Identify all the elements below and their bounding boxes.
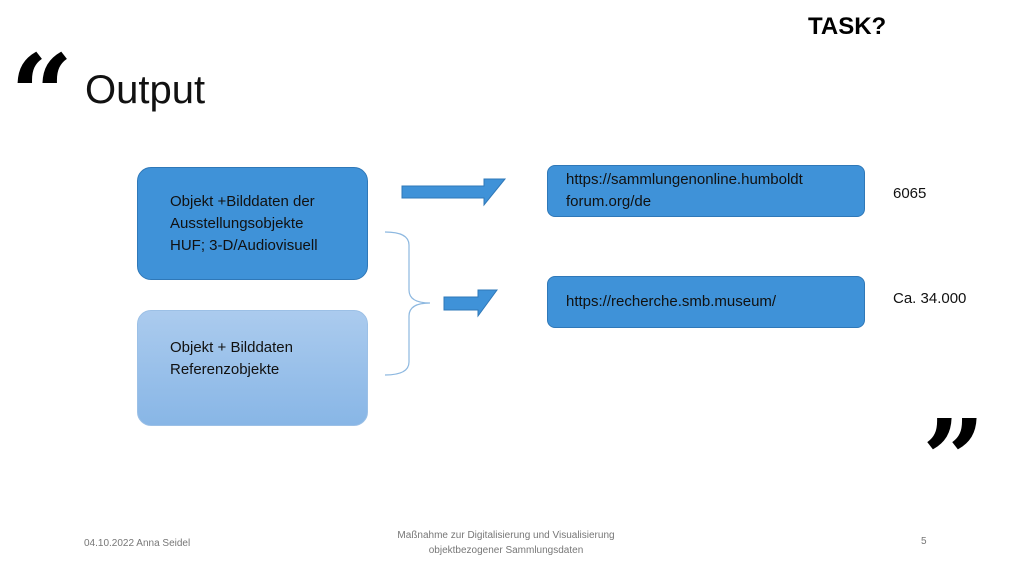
footer-date-author: 04.10.2022 Anna Seidel — [84, 538, 191, 549]
url-box-smb: https://recherche.smb.museum/ — [547, 276, 865, 328]
box-line: Ausstellungsobjekte — [170, 214, 304, 232]
url-line: https://sammlungenonline.humboldt — [566, 171, 803, 188]
brace-icon — [384, 231, 431, 376]
page-number: 5 — [921, 536, 927, 547]
url-line: forum.org/de — [566, 193, 652, 210]
footer-title: Maßnahme zur Digitalisierung und Visuali… — [356, 528, 656, 558]
footer-title-line: objektbezogener Sammlungsdaten — [428, 545, 584, 556]
box-line: Referenzobjekte — [170, 361, 280, 378]
box-line: Objekt + Bilddaten — [170, 339, 293, 356]
box-line: HUF; 3-D/Audiovisuell — [170, 236, 318, 254]
footer-title-line: Maßnahme zur Digitalisierung und Visuali… — [397, 530, 615, 541]
box-line: Objekt +Bilddaten der — [170, 192, 315, 210]
task-label: TASK? — [808, 13, 887, 40]
source-box-exhibition: Objekt +Bilddaten der Ausstellungsobjekt… — [137, 167, 368, 280]
count-humboldt: 6065 — [893, 185, 927, 202]
open-quote-icon: “ — [10, 30, 74, 159]
close-quote-icon: ” — [922, 395, 986, 524]
slide-title: Output — [85, 68, 206, 112]
count-smb: Ca. 34.000 — [893, 290, 967, 307]
arrow-right-icon — [401, 178, 507, 207]
url-line: https://recherche.smb.museum/ — [566, 293, 777, 310]
url-box-humboldt: https://sammlungenonline.humboldt forum.… — [547, 165, 865, 217]
arrow-right-icon — [443, 289, 498, 318]
source-box-reference: Objekt + Bilddaten Referenzobjekte — [137, 310, 368, 426]
